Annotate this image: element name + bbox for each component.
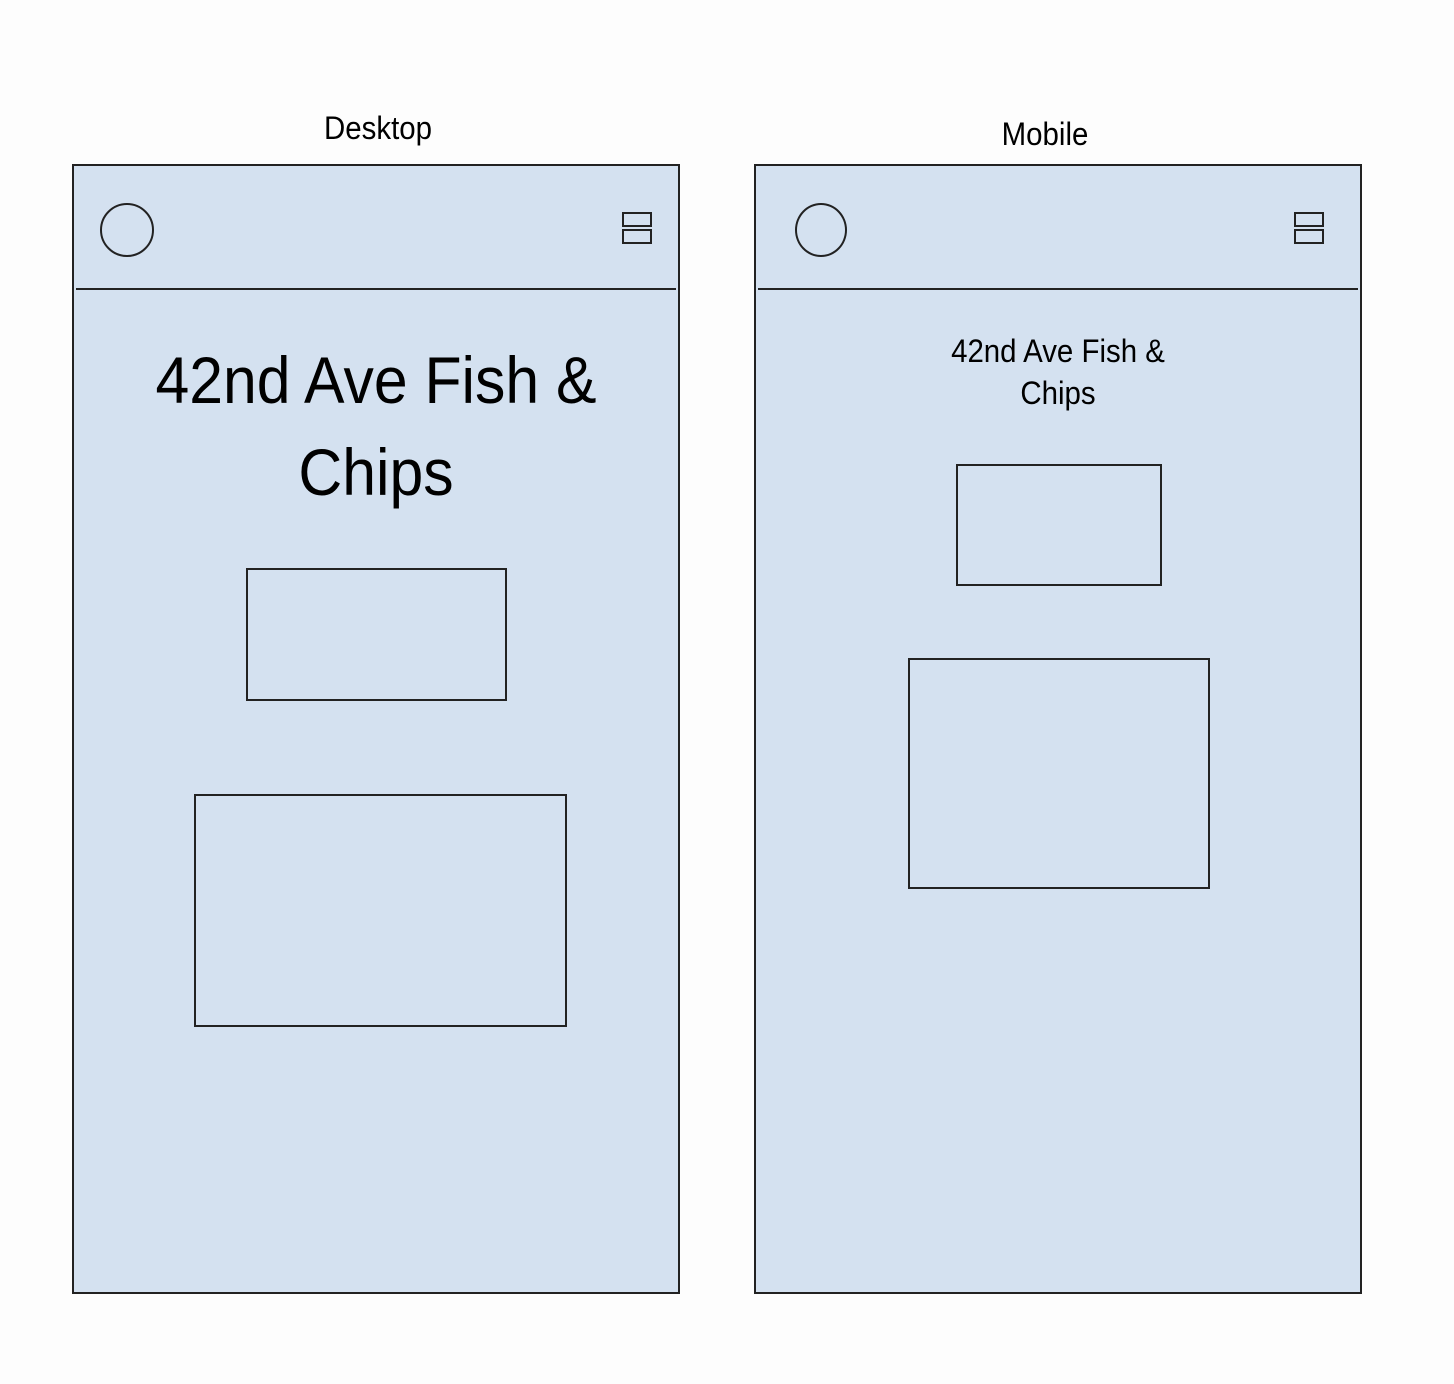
page-title-text: 42nd Ave Fish & Chips <box>951 333 1165 411</box>
header-divider <box>758 288 1358 290</box>
page-title-text: 42nd Ave Fish & Chips <box>155 343 597 509</box>
page-title: 42nd Ave Fish & Chips <box>74 334 678 518</box>
circle-logo-icon <box>795 203 847 257</box>
menu-icon <box>622 212 652 246</box>
desktop-frame: 42nd Ave Fish & Chips <box>72 164 680 1294</box>
circle-logo-icon <box>100 203 154 257</box>
image-placeholder-large <box>194 794 567 1027</box>
image-placeholder-large <box>908 658 1210 889</box>
mobile-frame-label: Mobile <box>1001 116 1089 152</box>
menu-icon-bar-top <box>1294 212 1324 227</box>
menu-icon <box>1294 212 1324 246</box>
header-divider <box>76 288 676 290</box>
image-placeholder-small <box>246 568 507 701</box>
image-placeholder-small <box>956 464 1162 586</box>
mobile-frame: 42nd Ave Fish & Chips <box>754 164 1362 1294</box>
menu-icon-bar-bottom <box>1294 229 1324 244</box>
page-title: 42nd Ave Fish & Chips <box>756 330 1360 414</box>
desktop-frame-label: Desktop <box>323 110 432 146</box>
menu-icon-bar-top <box>622 212 652 227</box>
menu-icon-bar-bottom <box>622 229 652 244</box>
